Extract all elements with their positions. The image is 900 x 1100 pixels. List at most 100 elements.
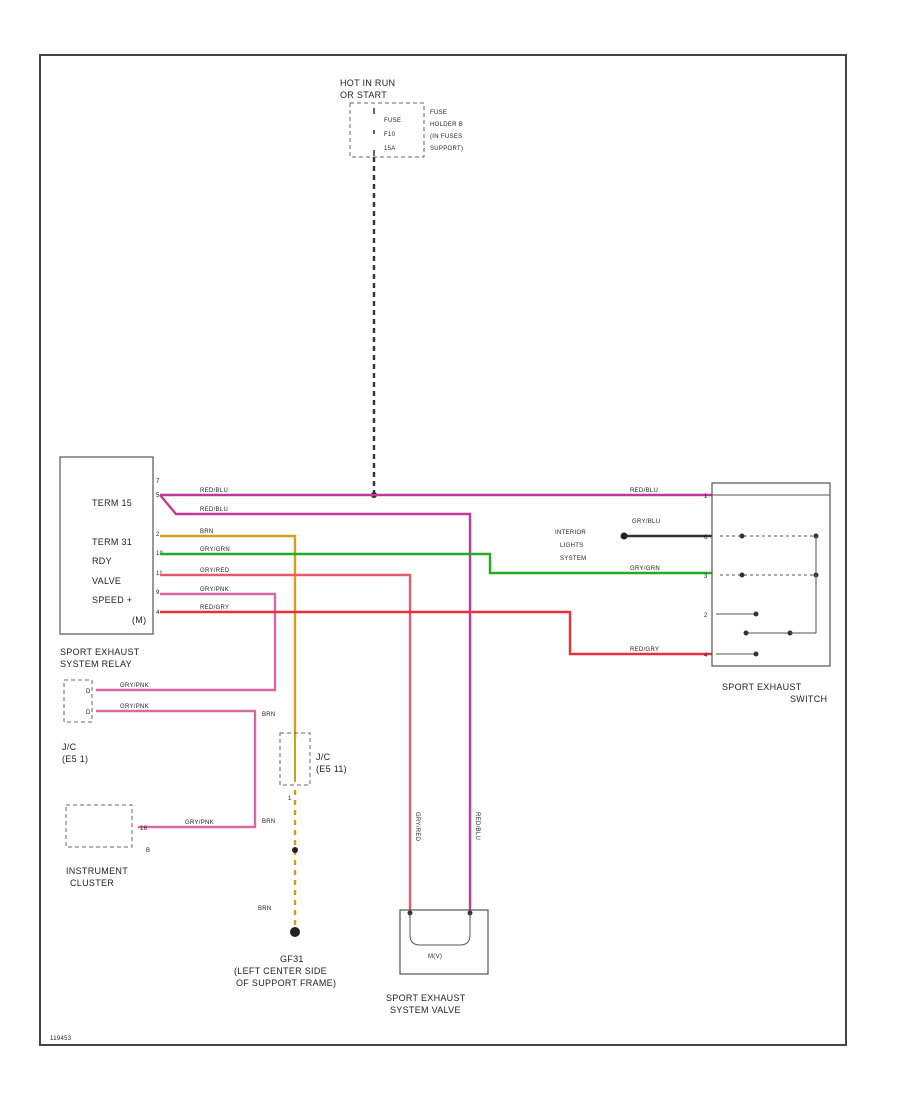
interior-line-3: SYSTEM	[560, 556, 586, 562]
ground-point: GF31 (LEFT CENTER SIDE OF SUPPORT FRAME)	[234, 847, 336, 988]
label-brn-jc: BRN	[262, 712, 276, 718]
power-title-1: HOT IN RUN	[340, 78, 395, 88]
interior-line-1: INTERIOR	[555, 530, 586, 536]
ground-splice	[292, 847, 298, 853]
label-valve-right: RED/BLU	[474, 812, 480, 840]
jc-center-name-1: J/C	[316, 752, 331, 762]
instrument-cluster: 16 B INSTRUMENT CLUSTER	[65, 804, 150, 888]
label-gry-grn-sw: GRY/GRN	[630, 566, 660, 572]
label-gry-pnk-jc2: GRY/PNK	[120, 704, 149, 710]
relay-name-2: SYSTEM RELAY	[60, 659, 132, 669]
wire-red-blu-to-valve	[159, 494, 472, 910]
fuse-desc-2: HOLDER B	[430, 122, 463, 128]
label-valve-left: GRY/RED	[414, 812, 420, 842]
jc-left-name-1: J/C	[62, 742, 77, 752]
fuse-desc-4: SUPPORT)	[430, 146, 463, 152]
switch-contact-1	[720, 533, 819, 539]
switch-pin-4: 4	[704, 653, 708, 659]
relay-row-label: RDY	[92, 556, 112, 566]
switch-contact-4	[743, 536, 817, 636]
sport-exhaust-switch: 1 6 3 2 4 SPORT EXHAUST SWITCH	[704, 482, 831, 704]
jc-left-pin-1: D	[86, 689, 91, 695]
relay-name-1: SPORT EXHAUST	[60, 647, 140, 657]
fuse-holder-box	[349, 102, 425, 158]
fuse-desc-3: (IN FUSES	[430, 134, 462, 140]
switch-name-1: SPORT EXHAUST	[722, 682, 802, 692]
wire-gry-pnk-cluster	[96, 709, 257, 829]
relay-row-label: TERM 15	[92, 498, 132, 508]
relay-row-pin: 11	[156, 571, 163, 577]
switch-contact-3	[716, 611, 759, 617]
cluster-pin: 16	[140, 826, 148, 832]
relay-row-pin: 10	[156, 551, 164, 557]
jc-left-pin-2: D	[86, 710, 91, 716]
valve-box	[399, 909, 489, 975]
relay-row-pin: 9	[156, 590, 160, 596]
interior-line-2: LIGHTS	[560, 543, 583, 549]
valve-motor-symbol	[409, 913, 471, 946]
label-gry-grn-1: GRY/GRN	[200, 547, 230, 553]
label-red-gry-sw: RED/GRY	[630, 647, 659, 653]
ground-name-3: OF SUPPORT FRAME)	[236, 978, 336, 988]
label-gry-red-1: GRY/RED	[200, 568, 230, 574]
label-red-gry-1: RED/GRY	[200, 605, 229, 611]
relay-row-pin: 2	[156, 532, 160, 538]
jc-left-name-2: (E5 1)	[62, 754, 88, 764]
label-gry-blu-sw: GRY/BLU	[632, 519, 660, 525]
valve-name-1: SPORT EXHAUST	[386, 993, 466, 1003]
switch-contact-5	[716, 651, 759, 657]
relay-row-label: TERM 31	[92, 537, 132, 547]
valve-name-2: SYSTEM VALVE	[390, 1005, 461, 1015]
fuse-number: F10	[384, 132, 396, 138]
relay-row-label: VALVE	[92, 576, 121, 586]
sport-exhaust-valve: M(V) SPORT EXHAUST SYSTEM VALVE	[386, 909, 489, 1015]
wire-red-gry	[160, 610, 712, 656]
jc-center-pin: 1	[288, 796, 292, 802]
cluster-conn: B	[146, 848, 150, 854]
label-brn-1: BRN	[200, 529, 214, 535]
switch-pin-3: 3	[704, 574, 708, 580]
cluster-box	[65, 804, 133, 848]
switch-pin-6: 6	[704, 535, 708, 541]
interior-lights-terminal	[620, 532, 628, 540]
ground-name-2: (LEFT CENTER SIDE	[234, 966, 327, 976]
diagram-frame	[39, 54, 847, 1046]
relay-row-label: (M)	[132, 615, 146, 625]
jc-left-box	[63, 679, 93, 723]
wire-gry-grn	[160, 552, 712, 575]
wire-brn-term31	[160, 534, 297, 738]
switch-contact-2	[720, 572, 819, 578]
relay-row-pin: 5	[156, 493, 160, 499]
ground-name-1: GF31	[280, 954, 304, 964]
switch-box	[711, 482, 831, 667]
fuse-amperage: 15A	[384, 146, 396, 152]
valve-inner-label: M(V)	[428, 954, 442, 960]
switch-pin-1: 1	[704, 494, 708, 500]
jc-center-box	[279, 732, 311, 786]
cluster-name-1: INSTRUMENT	[66, 866, 128, 876]
switch-pin-2: 2	[704, 613, 708, 619]
cluster-name-2: CLUSTER	[70, 878, 114, 888]
fuse-desc-1: FUSE	[430, 110, 447, 116]
junction-connector-left: D D J/C (E5 1)	[62, 679, 93, 764]
relay-box	[59, 456, 154, 635]
relay-pin-top: 7	[156, 479, 160, 485]
jc-center-name-2: (E5 11)	[316, 764, 347, 774]
footer-code: 119453	[50, 1036, 72, 1042]
switch-name-2: SWITCH	[790, 694, 827, 704]
label-red-blu-sw: RED/BLU	[630, 488, 658, 494]
fuse-label: FUSE	[384, 118, 401, 124]
label-brn-jc2: BRN	[262, 819, 276, 825]
interior-lights: INTERIOR LIGHTS SYSTEM	[555, 530, 628, 562]
label-red-blu-1: RED/BLU	[200, 488, 228, 494]
label-red-blu-2: RED/BLU	[200, 507, 228, 513]
power-title-2: OR START	[340, 90, 387, 100]
label-brn-gnd: BRN	[258, 906, 272, 912]
label-gry-pnk-1: GRY/PNK	[200, 587, 229, 593]
relay-row-label: SPEED +	[92, 595, 132, 605]
wire-gry-red	[160, 573, 412, 910]
ground-symbol	[290, 927, 300, 937]
label-gry-pnk-ic: GRY/PNK	[185, 820, 214, 826]
